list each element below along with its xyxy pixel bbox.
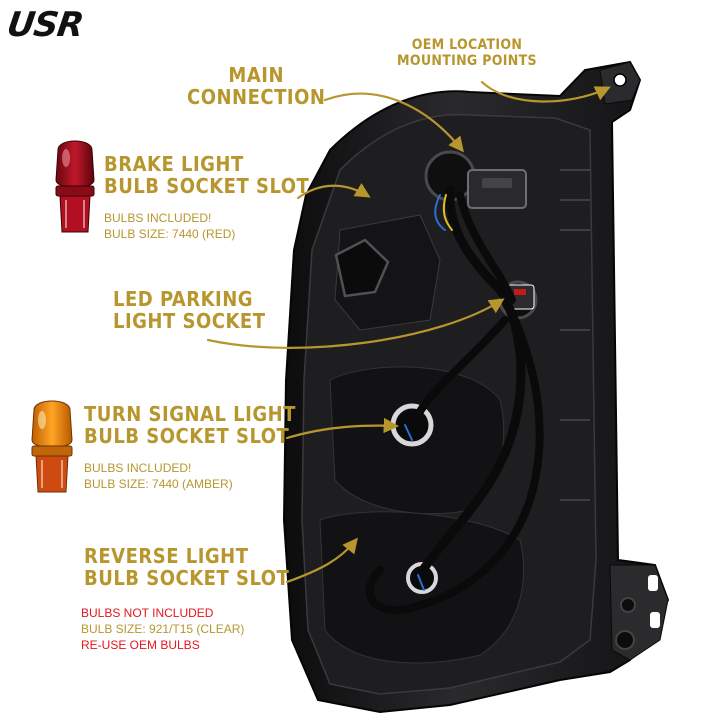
brake-socket bbox=[334, 238, 390, 298]
callout-arrows bbox=[206, 80, 611, 584]
oem-mounting-label: OEM LOCATION MOUNTING POINTS bbox=[397, 37, 537, 69]
reverse-note-line1: BULBS NOT INCLUDED bbox=[81, 606, 214, 620]
brake-light-note: BULBS INCLUDED! BULB SIZE: 7440 (RED) bbox=[104, 210, 235, 242]
brake-light-label: BRAKE LIGHT BULB SOCKET SLOT bbox=[104, 153, 309, 198]
reverse-note-line3: RE-USE OEM BULBS bbox=[81, 638, 200, 652]
brake-light-line1: BRAKE LIGHT bbox=[104, 152, 244, 176]
turn-bulb-icon bbox=[31, 400, 73, 493]
main-connector-detail bbox=[482, 178, 512, 188]
mount-stud-2 bbox=[620, 597, 636, 613]
turn-note-line2: BULB SIZE: 7440 (AMBER) bbox=[84, 477, 233, 491]
main-connection-label: MAIN CONNECTION bbox=[187, 64, 325, 109]
main-connector-plug bbox=[467, 169, 527, 209]
usr-logo: USR bbox=[8, 6, 85, 42]
reverse-light-line1: REVERSE LIGHT bbox=[84, 544, 249, 568]
reverse-note-line2: BULB SIZE: 921/T15 (CLEAR) bbox=[81, 622, 245, 636]
turn-signal-line1: TURN SIGNAL LIGHT bbox=[84, 402, 296, 426]
main-connection-line1: MAIN bbox=[228, 63, 285, 87]
arrow-oem-mount bbox=[480, 80, 611, 103]
main-connection-line2: CONNECTION bbox=[187, 85, 326, 110]
reverse-light-note: BULBS NOT INCLUDED BULB SIZE: 921/T15 (C… bbox=[81, 605, 244, 653]
turn-signal-note: BULBS INCLUDED! BULB SIZE: 7440 (AMBER) bbox=[84, 460, 233, 492]
arrow-led-parking bbox=[206, 298, 505, 349]
mount-stud bbox=[615, 630, 635, 650]
brake-note-line2: BULB SIZE: 7440 (RED) bbox=[104, 227, 236, 241]
wiring-harness bbox=[365, 185, 544, 615]
arrow-turn bbox=[285, 417, 400, 440]
arrow-brake bbox=[296, 183, 371, 200]
reverse-light-line2: BULB SOCKET SLOT bbox=[84, 566, 290, 591]
turn-signal-label: TURN SIGNAL LIGHT BULB SOCKET SLOT bbox=[84, 403, 296, 448]
arrow-reverse bbox=[285, 537, 358, 584]
reverse-light-label: REVERSE LIGHT BULB SOCKET SLOT bbox=[84, 545, 289, 590]
mount-slot-1 bbox=[648, 575, 658, 591]
oem-mounting-line1: OEM LOCATION bbox=[411, 37, 523, 53]
brake-bulb-icon bbox=[55, 140, 95, 233]
led-parking-label: LED PARKING LIGHT SOCKET bbox=[113, 288, 265, 333]
led-parking-line1: LED PARKING bbox=[113, 287, 254, 311]
mount-slot-2 bbox=[650, 612, 660, 628]
arrow-main-connection bbox=[323, 92, 464, 153]
turn-note-line1: BULBS INCLUDED! bbox=[84, 461, 192, 475]
housing-ribs bbox=[560, 169, 590, 501]
brake-light-line2: BULB SOCKET SLOT bbox=[104, 174, 310, 199]
turn-signal-line2: BULB SOCKET SLOT bbox=[84, 424, 290, 449]
mount-hole-top bbox=[613, 73, 627, 87]
tail-light-housing bbox=[282, 60, 670, 714]
led-parking-line2: LIGHT SOCKET bbox=[113, 309, 266, 334]
led-parking-plug-red bbox=[514, 289, 526, 295]
brake-note-line1: BULBS INCLUDED! bbox=[104, 211, 212, 225]
logo-wordmark: USR bbox=[8, 6, 85, 42]
oem-mounting-line2: MOUNTING POINTS bbox=[397, 52, 537, 69]
